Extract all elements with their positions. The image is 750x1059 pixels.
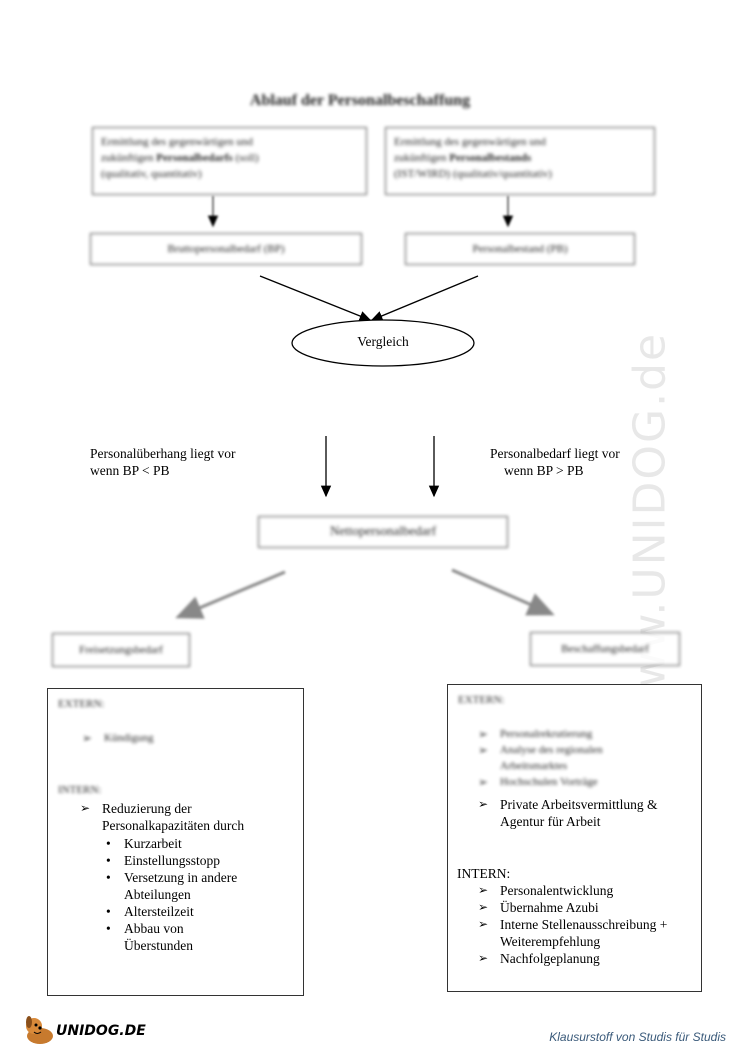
condition-line: Personalüberhang liegt vor: [90, 446, 236, 461]
list-item: Analyse des regionalen Arbeitsmarktes: [478, 742, 670, 774]
left-intern-label: INTERN:: [58, 784, 102, 796]
personnel-stock-box: Personalbestand (PB): [405, 233, 635, 265]
right-extern-label: EXTERN:: [458, 694, 505, 706]
box-line: (IST/WIRD) (qualitativ/quantitativ): [394, 168, 552, 180]
list-item: Versetzung in andere Abteilungen: [102, 869, 274, 903]
list-item: Kurzarbeit: [102, 835, 295, 852]
demand-determination-box: Ermittlung des gegenwärtigen und zukünft…: [92, 127, 367, 195]
list-item: Hochschulen Vorträge: [478, 774, 688, 790]
bold-term: Personalbestands: [449, 152, 532, 164]
bold-term: Personalbedarfs: [156, 152, 233, 164]
text-span: (soll): [232, 152, 259, 164]
logo-wordmark: UNIDOG.DE: [56, 1023, 146, 1039]
list-item: Reduzierung der Personalkapazitäten durc…: [80, 800, 295, 834]
condition-line: wenn BP < PB: [90, 463, 170, 478]
box-line: zukünftigen Personalbestands: [394, 150, 646, 166]
gross-demand-box: Bruttopersonalbedarf (BP): [90, 233, 362, 265]
condition-line: Personalbedarf liegt vor: [490, 446, 620, 461]
box-line: Ermittlung des gegenwärtigen und: [101, 136, 253, 148]
condition-line: wenn BP > PB: [504, 463, 584, 478]
unidog-logo[interactable]: UNIDOG.DE: [22, 1014, 172, 1046]
right-intern-label: INTERN:: [457, 866, 511, 881]
left-extern-label: EXTERN:: [58, 698, 105, 710]
list-item: Kündigung: [82, 730, 154, 746]
list-item: Private Arbeitsvermittlung & Agentur für…: [478, 796, 698, 830]
list-item: Übernahme Azubi: [478, 899, 696, 916]
surplus-condition: Personalüberhang liegt vor wenn BP < PB: [90, 445, 235, 479]
box-line: (qualitativ, quantitativ): [101, 168, 202, 180]
list-line: Private Arbeitsvermittlung &: [500, 797, 658, 812]
list-item: Personalentwicklung: [478, 882, 696, 899]
demand-condition: Personalbedarf liegt vor wenn BP > PB: [490, 445, 620, 479]
left-intern-list: Reduzierung der Personalkapazitäten durc…: [80, 800, 295, 954]
right-extern-list-blurred: Personalrekrutierung Analyse des regiona…: [478, 726, 688, 790]
dog-mascot-icon: [26, 1016, 53, 1044]
text-span: zukünftigen: [394, 152, 450, 164]
procurement-need-box: Beschaffungsbedarf: [530, 632, 680, 666]
text-span: zukünftigen: [101, 152, 157, 164]
list-line: Reduzierung der: [102, 801, 192, 816]
box-line: Ermittlung des gegenwärtigen und: [394, 136, 546, 148]
list-line: Personalkapazitäten durch: [102, 818, 245, 833]
list-item: Personalrekrutierung: [478, 726, 688, 742]
box-line: zukünftigen Personalbedarfs (soll): [101, 150, 358, 166]
list-item: Interne Stellenausschreibung + Weiteremp…: [478, 916, 696, 950]
list-item: Einstellungsstopp: [102, 852, 295, 869]
right-extern-list: Private Arbeitsvermittlung & Agentur für…: [478, 796, 698, 830]
right-intern-list: Personalentwicklung Übernahme Azubi Inte…: [478, 882, 696, 967]
list-line: Agentur für Arbeit: [500, 814, 601, 829]
release-need-box: Freisetzungsbedarf: [52, 633, 190, 667]
left-extern-list: Kündigung: [82, 730, 154, 746]
stock-determination-box: Ermittlung des gegenwärtigen und zukünft…: [385, 127, 655, 195]
list-item: Altersteilzeit: [102, 903, 295, 920]
footer-tagline: Klausurstoff von Studis für Studis: [549, 1030, 726, 1044]
net-demand-box: Nettopersonalbedarf: [258, 516, 508, 548]
list-item: Nachfolgeplanung: [478, 950, 696, 967]
compare-label: Vergleich: [357, 334, 409, 349]
list-item: Abbau von Überstunden: [102, 920, 234, 954]
page-title: Ablauf der Personalbeschaffung: [249, 92, 471, 109]
